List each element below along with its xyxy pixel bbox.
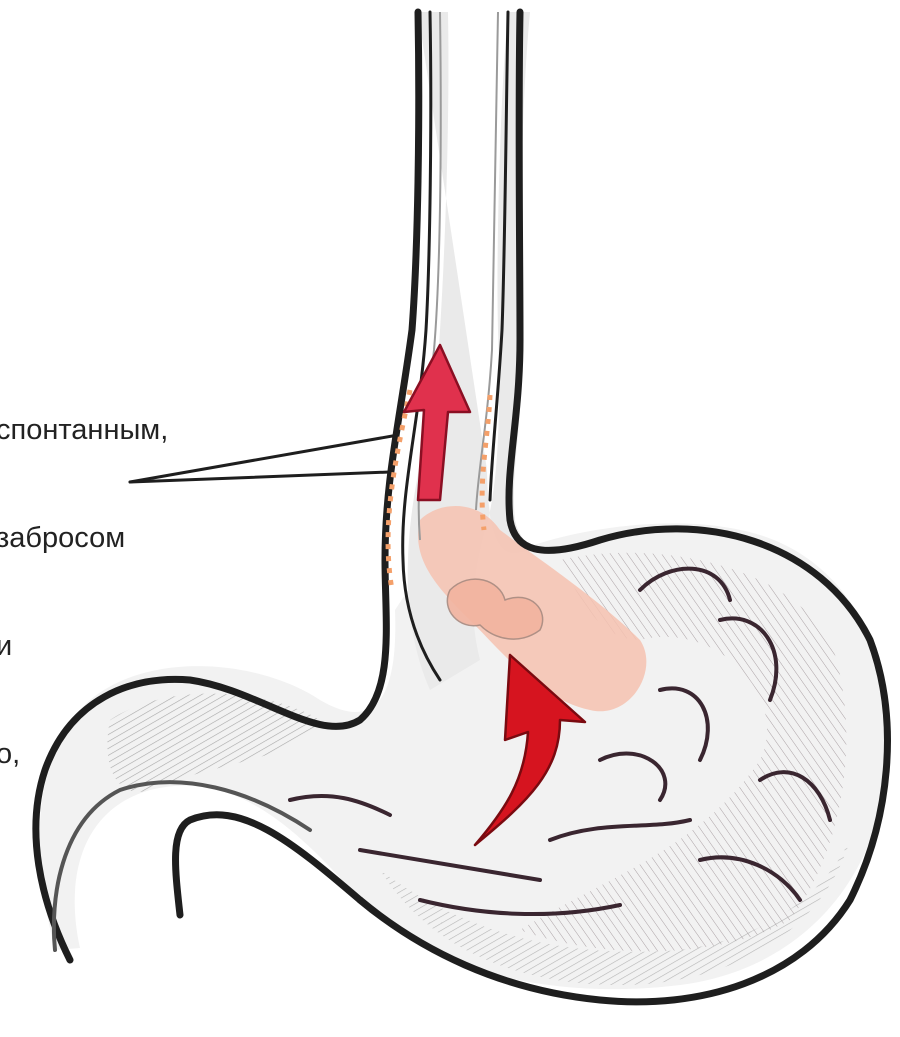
annotation-pointer-lines	[130, 435, 398, 482]
annotation-line-4: о,	[0, 736, 168, 772]
annotation-text: спонтанным, забросом и о,	[0, 340, 168, 844]
annotation-line-2: забросом	[0, 520, 168, 556]
annotation-line-1: спонтанным,	[0, 412, 168, 448]
annotation-line-3: и	[0, 628, 168, 664]
